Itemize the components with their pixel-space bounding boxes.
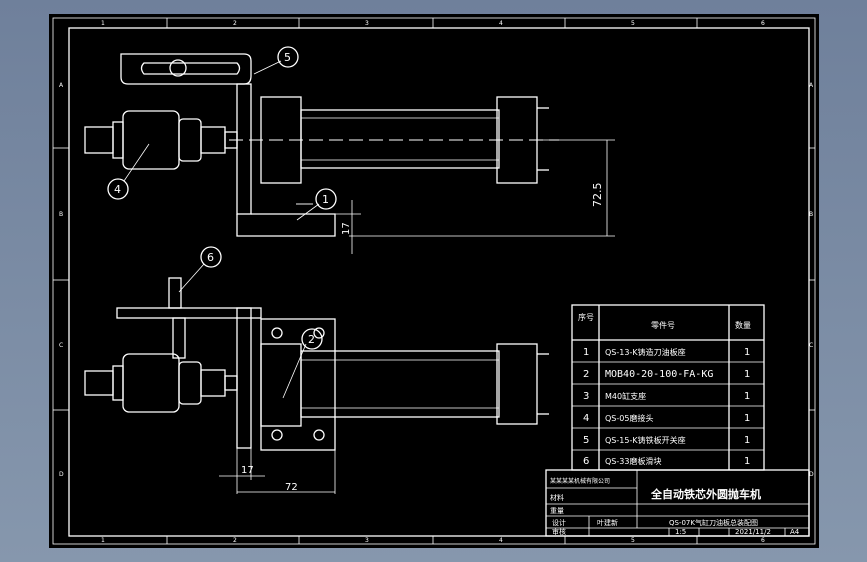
inner-border (68, 27, 810, 537)
dimension-72-5: 72.5 (591, 183, 604, 208)
row-marker-left: A (59, 82, 64, 89)
check-label: 审核 (552, 527, 566, 536)
connector-nut (178, 118, 202, 162)
col-marker-top: 5 (631, 20, 635, 27)
row-marker-left: D (59, 471, 64, 478)
col-marker-top: 2 (233, 20, 237, 27)
cylinder-end-cap-lower (496, 343, 538, 425)
balloon-label: 4 (114, 183, 121, 196)
cylinder-barrel-lower (300, 350, 500, 418)
col-marker-top: 3 (365, 20, 369, 27)
table-cell-qty: 1 (744, 391, 750, 402)
row-marker-right: B (809, 211, 813, 218)
design-label: 设计 (552, 518, 566, 527)
table-header-qty: 数量 (735, 320, 751, 330)
col-marker-bottom: 5 (631, 537, 635, 544)
balloon-6 (200, 246, 222, 268)
cylinder-head-lower (260, 343, 302, 427)
material-label: 材料 (550, 493, 564, 502)
table-cell-part: QS-05磨接头 (605, 413, 653, 423)
drawing-sheet: 1 2 3 4 5 6 1 2 3 4 5 6 A B C D A B C D (49, 14, 819, 548)
table-header-part: 零件号 (651, 320, 675, 330)
table-cell-qty: 1 (744, 435, 750, 446)
table-cell-part: MOB40-20-100-FA-KG (605, 369, 713, 380)
col-marker-top: 4 (499, 20, 503, 27)
balloon-1 (315, 188, 337, 210)
col-marker-bottom: 2 (233, 537, 237, 544)
col-marker-bottom: 3 (365, 537, 369, 544)
long-plate (116, 307, 262, 319)
balloon-label: 1 (322, 193, 329, 206)
table-cell-qty: 1 (744, 413, 750, 424)
table-cell-no: 1 (583, 347, 589, 358)
designer-name: 叶建新 (597, 518, 618, 527)
table-cell-no: 2 (583, 369, 589, 380)
mount-plate (236, 83, 252, 215)
row-marker-left: B (59, 211, 63, 218)
balloon-4 (107, 178, 129, 200)
table-cell-no: 6 (583, 456, 589, 467)
title-block: 某某某某机械有限公司 全自动铁芯外圆抛车机 材料 重量 QS-07K气缸刀油板总… (545, 469, 810, 537)
base-plate (236, 213, 336, 237)
balloon-5 (277, 46, 299, 68)
table-cell-no: 3 (583, 391, 589, 402)
table-cell-part: M40缸支座 (605, 391, 646, 401)
col-marker-top: 6 (761, 20, 765, 27)
row-marker-left: C (59, 342, 63, 349)
dimension-72: 72 (285, 482, 298, 493)
dimension-17-bottom: 17 (241, 465, 254, 476)
table-cell-part: QS-33磨板滑块 (605, 456, 661, 466)
slider-rod (172, 317, 186, 359)
slider-block (168, 277, 182, 309)
assembly-drawing: 1 2 3 4 5 6 1 2 3 4 5 6 A B C D A B C D (52, 17, 816, 545)
table-cell-qty: 1 (744, 347, 750, 358)
col-marker-bottom: 6 (761, 537, 765, 544)
drawing-title: 全自动铁芯外圆抛车机 (650, 487, 761, 501)
table-cell-qty: 1 (744, 456, 750, 467)
cylinder-barrel (300, 109, 500, 169)
table-cell-qty: 1 (744, 369, 750, 380)
row-marker-right: D (809, 471, 814, 478)
bracket-hole (169, 59, 187, 77)
slotted-bracket (120, 53, 252, 85)
col-marker-bottom: 4 (499, 537, 503, 544)
company-name: 某某某某机械有限公司 (550, 477, 610, 485)
date: 2021/11/2 (735, 528, 771, 536)
sheet-size: A4 (790, 528, 800, 536)
scale: 1:5 (675, 528, 686, 536)
mount-plate-lower (236, 307, 252, 449)
row-marker-right: A (809, 82, 814, 89)
table-cell-no: 4 (583, 413, 589, 424)
table-header-no: 序号 (578, 312, 594, 322)
bracket-slot (140, 62, 241, 75)
top-view: 72.5 17 (84, 53, 615, 254)
connector-stem (84, 126, 114, 154)
col-marker-top: 1 (101, 20, 105, 27)
parts-table: 序号 零件号 数量 1 QS-13-K铸造刀油板座 1 2 MOB40-20-1… (571, 304, 765, 471)
outer-border (52, 17, 816, 545)
connector-body (122, 110, 180, 170)
table-cell-no: 5 (583, 435, 589, 446)
balloon-label: 6 (207, 251, 214, 264)
row-marker-right: C (809, 342, 813, 349)
balloon-2 (301, 328, 323, 350)
bottom-view: 17 72 (84, 277, 549, 494)
balloon-label: 5 (284, 51, 291, 64)
table-cell-part: QS-13-K铸造刀油板座 (605, 347, 686, 357)
weight-label: 重量 (550, 507, 564, 515)
table-cell-part: QS-15-K铸铁板开关座 (605, 435, 686, 445)
dimension-17-top: 17 (341, 222, 352, 235)
connector-body-lower (122, 353, 180, 413)
balloon-label: 2 (308, 333, 315, 346)
drawing-name: QS-07K气缸刀油板总装配图 (669, 518, 758, 527)
col-marker-bottom: 1 (101, 537, 105, 544)
cylinder-support (260, 318, 336, 451)
